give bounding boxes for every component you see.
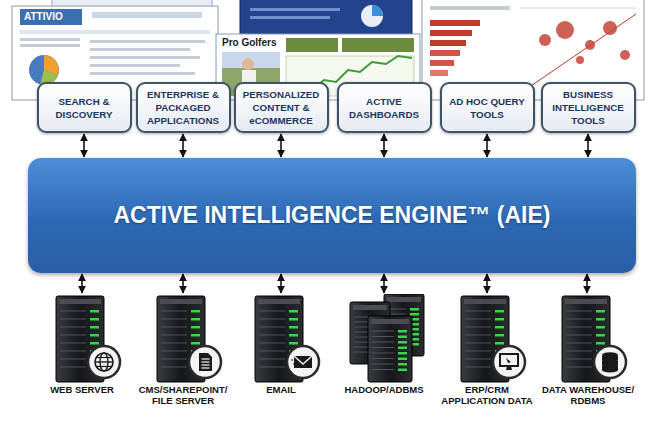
server-illustration <box>133 294 233 384</box>
double-arrow <box>587 134 589 157</box>
server-label: WEB SERVER <box>32 384 132 395</box>
application-box: ACTIVE DASHBOARDS <box>337 82 432 133</box>
double-arrow <box>280 134 282 157</box>
double-arrow <box>182 274 184 293</box>
double-arrow <box>586 274 588 293</box>
server-badge <box>88 346 120 378</box>
screenshot-text: ATTIVIO <box>24 11 63 22</box>
screenshot-text: Pro Golfers <box>222 37 276 48</box>
double-arrow <box>486 134 488 157</box>
application-box: PERSONALIZED CONTENT & eCOMMERCE <box>234 82 329 133</box>
server-box <box>368 316 412 382</box>
server-badge <box>594 346 626 378</box>
double-arrow <box>383 134 385 157</box>
application-box: SEARCH & DISCOVERY <box>37 82 132 133</box>
box-label: AD HOC QUERY TOOLS <box>445 95 530 121</box>
double-arrow <box>280 274 282 293</box>
application-box: AD HOC QUERY TOOLS <box>440 82 535 133</box>
server-node: HADOOP/ADBMS <box>334 294 434 395</box>
server-illustration <box>538 294 638 384</box>
server-label: EMAIL <box>231 384 331 395</box>
double-arrow <box>383 274 385 293</box>
server-node: WEB SERVER <box>32 294 132 395</box>
server-badge <box>189 346 221 378</box>
server-node: EMAIL <box>231 294 331 395</box>
server-label: ERP/CRM APPLICATION DATA <box>437 384 537 406</box>
server-badge <box>493 346 525 378</box>
application-box: ENTERPRISE & PACKAGED APPLICATIONS <box>136 82 231 133</box>
server-label: CMS/SHAREPOINT/ FILE SERVER <box>133 384 233 406</box>
application-box: BUSINESS INTELLIGENCE TOOLS <box>541 82 636 133</box>
box-label: SEARCH & DISCOVERY <box>42 95 127 121</box>
server-badge <box>287 346 319 378</box>
server-illustration <box>437 294 537 384</box>
double-arrow <box>486 274 488 293</box>
server-illustration <box>32 294 132 384</box>
server-illustration <box>231 294 331 384</box>
server-node: CMS/SHAREPOINT/ FILE SERVER <box>133 294 233 406</box>
server-label: DATA WAREHOUSE/ RDBMS <box>538 384 638 406</box>
engine-title: ACTIVE INTELLIGENCE ENGINE™ (AIE) <box>113 202 550 229</box>
box-label: PERSONALIZED CONTENT & eCOMMERCE <box>239 88 324 127</box>
server-label: HADOOP/ADBMS <box>334 384 434 395</box>
box-label: ENTERPRISE & PACKAGED APPLICATIONS <box>141 88 226 127</box>
box-label: ACTIVE DASHBOARDS <box>342 95 427 121</box>
double-arrow <box>81 274 83 293</box>
engine-band: ACTIVE INTELLIGENCE ENGINE™ (AIE) <box>28 158 636 273</box>
server-node: ERP/CRM APPLICATION DATA <box>437 294 537 406</box>
server-node: DATA WAREHOUSE/ RDBMS <box>538 294 638 406</box>
server-illustration <box>334 294 434 384</box>
double-arrow <box>83 134 85 157</box>
box-label: BUSINESS INTELLIGENCE TOOLS <box>546 88 631 127</box>
double-arrow <box>182 134 184 157</box>
